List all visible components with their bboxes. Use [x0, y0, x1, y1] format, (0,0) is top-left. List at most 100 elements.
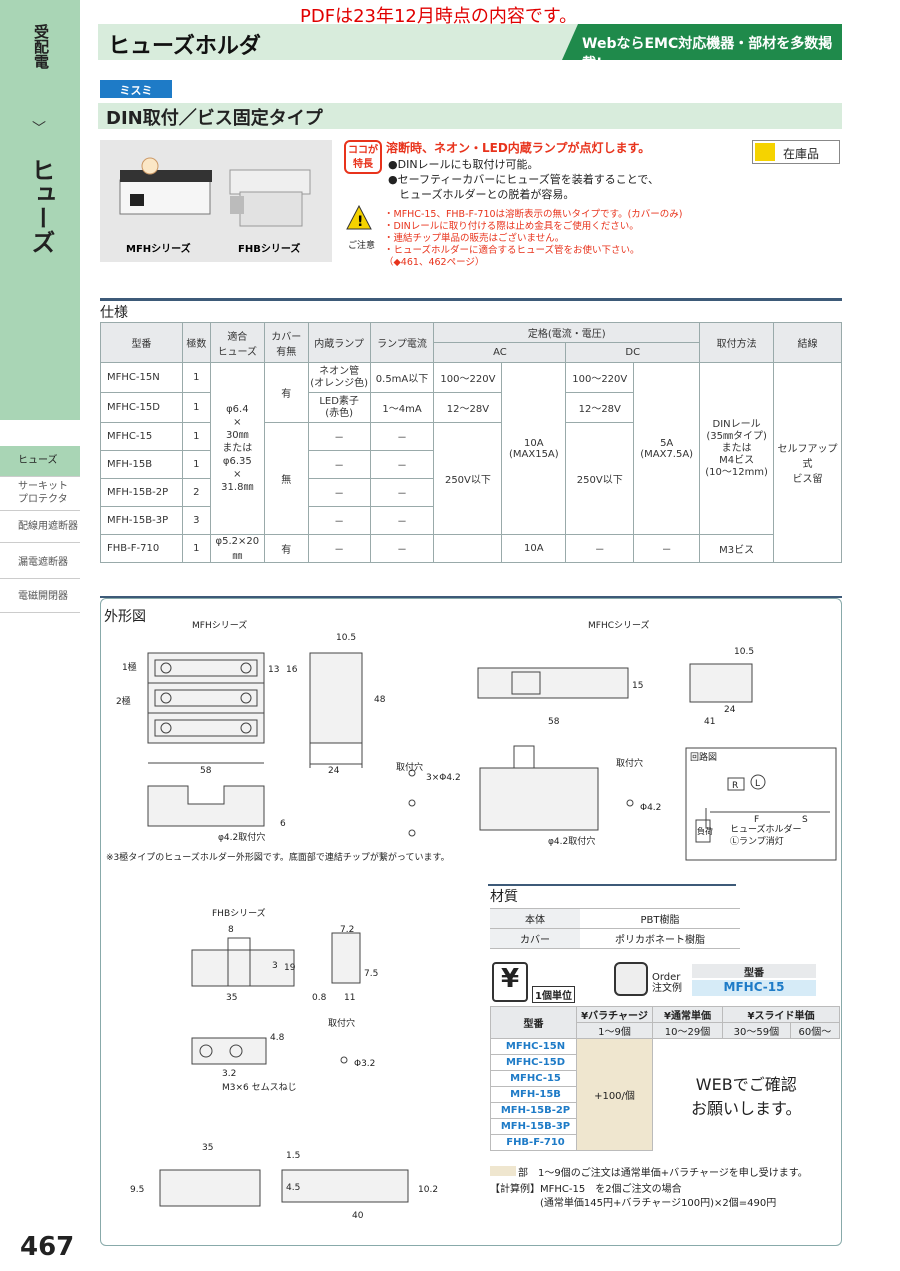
sidebar-item-label: ヒューズ: [18, 455, 58, 466]
legend-swatch: [490, 1166, 516, 1176]
dim-label: 8: [228, 925, 234, 935]
table-cell-fuse: φ6.4 × 30㎜ または φ6.35 × 31.8㎜: [209, 362, 265, 535]
material-value: ポリカボネート樹脂: [580, 928, 740, 949]
divider: [0, 612, 80, 613]
table-cell: φ5.2×20㎜: [209, 534, 265, 563]
photo-label-fhb: FHBシリーズ: [238, 242, 300, 255]
col-header-mount: 取付方法: [699, 322, 775, 363]
dim-label: 7.2: [340, 925, 354, 935]
sidebar: 受配電 ﹀ ヒューズ: [0, 0, 80, 420]
table-cell: LED素子 (赤色): [307, 392, 371, 423]
dim-label: M3×6 セムスねじ: [222, 1082, 297, 1093]
dim-label: L: [755, 779, 760, 789]
table-cell: 1: [181, 422, 211, 451]
table-cell: －: [565, 534, 635, 563]
dim-label: 1.5: [286, 1151, 300, 1161]
table-cell: M3ビス: [699, 534, 775, 563]
price-model-link[interactable]: MFHC-15D: [490, 1054, 577, 1071]
dim-label: 3×Φ4.2: [426, 773, 461, 783]
dim-label: 6: [280, 819, 286, 829]
dimension-drawing: MFHシリーズ MFHCシリーズ 1極 2極 58 24 10.5 48 13 …: [106, 619, 837, 1221]
web-banner-link[interactable]: WebならEMC対応機器・部材を多数掲載!: [562, 24, 842, 60]
dim-label: 40: [352, 1211, 364, 1221]
sidebar-item-contactor[interactable]: 電磁開閉器: [18, 591, 68, 602]
dim-label: R: [732, 781, 738, 791]
order-model-value: MFHC-15: [692, 980, 816, 996]
table-cell: 1: [181, 392, 211, 423]
price-model-link[interactable]: MFHC-15N: [490, 1038, 577, 1055]
price-model-link[interactable]: FHB-F-710: [490, 1134, 577, 1151]
caution-label: ご注意: [348, 241, 376, 251]
table-cell-mount: DINレール (35㎜タイプ) または M4ビス (10～12mm): [699, 362, 775, 535]
feature-headline: 溶断時、ネオン・LED内蔵ランプが点灯します。: [386, 141, 651, 155]
table-cell: ネオン管 (オレンジ色): [307, 362, 371, 393]
divider: [0, 510, 80, 511]
sidebar-item-fuse[interactable]: ヒューズ: [0, 446, 80, 476]
price-col-slide: ¥スライド単価: [721, 1006, 841, 1023]
photo-label-mfh: MFHシリーズ: [126, 242, 191, 255]
price-model-link[interactable]: MFH-15B-2P: [490, 1102, 577, 1119]
divider: [0, 542, 80, 543]
table-cell: －: [307, 478, 371, 507]
table-cell-ac-current: 10A (MAX15A): [501, 362, 567, 535]
table-cell: －: [307, 506, 371, 535]
table-cell-ac-250: 250V以下: [433, 422, 503, 535]
qty-range: 60個～: [789, 1022, 841, 1039]
dim-label: 10.5: [336, 633, 356, 643]
material-value: PBT樹脂: [580, 908, 740, 929]
stock-badge: 在庫品: [752, 140, 840, 164]
dim-label: 24: [328, 766, 340, 776]
product-image: MFHシリーズ FHBシリーズ: [119, 157, 311, 255]
price-model-link[interactable]: MFH-15B: [490, 1086, 577, 1103]
table-cell-model: MFHC-15: [100, 422, 183, 451]
dim-label: 3: [272, 961, 278, 971]
feature-bullet: ヒューズホルダーとの脱着が容易。: [388, 188, 575, 201]
price-col-normal: ¥通常単価: [652, 1006, 723, 1023]
table-cell: －: [307, 450, 371, 479]
order-unit: 1個単位: [532, 986, 575, 1003]
dim-label: 0.8: [312, 993, 327, 1003]
table-cell-cover: 有: [263, 362, 309, 423]
table-cell: 0.5mA以下: [369, 362, 435, 393]
dim-label: 35: [202, 1143, 213, 1153]
page-reference-link[interactable]: （◆461、462ページ）: [384, 257, 485, 268]
price-model-link[interactable]: MFHC-15: [490, 1070, 577, 1087]
dim-label: 負荷: [697, 826, 713, 836]
sidebar-item-circuit-protector[interactable]: サーキット プロテクタ: [18, 481, 68, 505]
header-banner: ヒューズホルダ WebならEMC対応機器・部材を多数掲載!: [98, 24, 842, 60]
dim-label: 取付穴: [616, 757, 643, 769]
caution-line: ・MFHC-15、FHB-F-710は溶断表示の無いタイプです。(カバーのみ): [384, 209, 683, 220]
dim-label: 48: [374, 695, 386, 705]
feature-badge: ココが 特長: [344, 140, 382, 174]
table-cell: 100～220V: [433, 362, 503, 393]
caution-line: ・連結チップ単品の販売はございません。: [384, 233, 565, 244]
calc-label: 【計算例】: [490, 1184, 540, 1195]
table-cell-dc-250: 250V以下: [565, 422, 635, 535]
order-model-header: 型番: [692, 964, 816, 979]
table-cell: 1: [181, 450, 211, 479]
table-cell-model: MFHC-15D: [100, 392, 183, 423]
price-model-link[interactable]: MFH-15B-3P: [490, 1118, 577, 1135]
col-header-cover: カバー 有無: [263, 322, 309, 363]
web-price-note: WEBでご確認 お願いします。: [691, 1074, 802, 1118]
sidebar-item-earth-leakage[interactable]: 漏電遮断器: [18, 557, 68, 568]
calc-line: (通常単価145円+バラチャージ100円)×2個=490円: [540, 1198, 777, 1209]
table-cell: 100～220V: [565, 362, 635, 393]
table-cell: －: [369, 506, 435, 535]
material-section-title: 材質: [490, 889, 518, 905]
dim-label: 24: [724, 705, 736, 715]
col-header-conn: 結線: [773, 322, 842, 363]
yen-icon: ¥: [492, 962, 528, 1002]
dim-label: 58: [200, 766, 212, 776]
qty-range: 10～29個: [652, 1022, 723, 1039]
svg-text:!: !: [357, 214, 363, 230]
chevron-down-icon: ﹀: [32, 121, 46, 137]
label-mfhc-series: MFHCシリーズ: [588, 619, 650, 631]
sidebar-item-breaker[interactable]: 配線用遮断器: [18, 521, 78, 532]
dimension-section-title: 外形図: [104, 609, 146, 625]
phone-icon: [614, 962, 648, 996]
table-cell: 有: [263, 534, 309, 563]
calc-line: MFHC-15 を2個ご注文の場合: [540, 1184, 682, 1195]
order-example-label: Order 注文例: [652, 972, 682, 994]
